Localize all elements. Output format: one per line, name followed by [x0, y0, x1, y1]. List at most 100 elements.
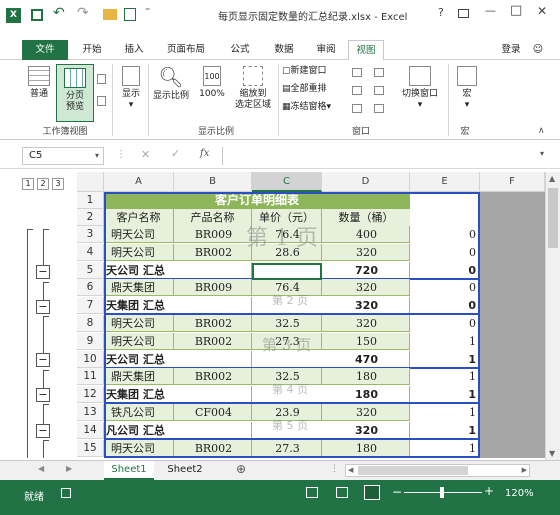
- print-preview-icon[interactable]: [124, 8, 136, 21]
- col-header-a[interactable]: A: [104, 172, 174, 192]
- cell-d[interactable]: 400: [322, 226, 410, 243]
- ribbon-display-icon[interactable]: [458, 9, 469, 18]
- cell-d[interactable]: 320: [322, 404, 410, 421]
- cell-b[interactable]: BR002: [174, 368, 252, 386]
- save-icon[interactable]: [31, 9, 43, 21]
- sheet-prev-icon[interactable]: ◀: [38, 464, 45, 473]
- cell-c[interactable]: 27.3: [252, 332, 322, 350]
- tab-view[interactable]: 视图: [348, 40, 384, 61]
- worksheet-grid[interactable]: 1 2 3 A B C D E F 1 2 客户订单明细表 客户名称 产品名称 …: [0, 172, 545, 458]
- cell-e[interactable]: 0: [469, 281, 476, 295]
- cell-c[interactable]: 32.5: [252, 368, 322, 386]
- tab-formulas[interactable]: 公式: [230, 44, 250, 55]
- cell-d[interactable]: 470: [322, 350, 410, 368]
- col-header-c[interactable]: C: [252, 172, 322, 192]
- horizontal-scrollbar[interactable]: ◀ ▶: [345, 464, 530, 477]
- cell-e[interactable]: 1: [469, 406, 476, 419]
- cell-a[interactable]: 天公司 汇总: [104, 350, 252, 368]
- outline-level-1-button[interactable]: 1: [22, 178, 34, 190]
- row-number[interactable]: 5: [77, 261, 104, 279]
- show-button[interactable]: 显示▾: [116, 66, 146, 111]
- undo-icon[interactable]: ↶: [53, 5, 65, 21]
- cell-e[interactable]: 0: [469, 317, 476, 330]
- custom-view-icon[interactable]: [97, 96, 106, 106]
- cell-c[interactable]: 28.6: [252, 243, 322, 261]
- scroll-right-icon[interactable]: ▶: [521, 466, 527, 474]
- cell-a[interactable]: 天集团 汇总: [104, 297, 252, 315]
- cell-d[interactable]: 180: [322, 368, 410, 386]
- cell-e[interactable]: 1: [468, 388, 476, 402]
- cell-c[interactable]: 23.9: [252, 404, 322, 421]
- collapse-button[interactable]: −: [36, 300, 50, 314]
- scroll-up-icon[interactable]: ▲: [549, 174, 556, 183]
- cell-e[interactable]: 0: [468, 263, 476, 277]
- cell-b[interactable]: BR009: [174, 279, 252, 297]
- tab-page-layout[interactable]: 页面布局: [166, 44, 205, 55]
- expand-formula-icon[interactable]: ▾: [540, 149, 545, 158]
- switch-window-button[interactable]: 切换窗口▾: [396, 66, 444, 111]
- tab-insert[interactable]: 插入: [124, 44, 144, 55]
- cell-d[interactable]: 320: [322, 243, 410, 261]
- tab-data[interactable]: 数据: [274, 44, 294, 55]
- cell-a[interactable]: 天公司 汇总: [104, 261, 252, 279]
- cell-a[interactable]: 明天公司: [104, 439, 174, 457]
- vertical-scrollbar[interactable]: ▲ ▼: [545, 172, 560, 460]
- cell-d[interactable]: 180: [322, 439, 410, 457]
- scroll-left-icon[interactable]: ◀: [348, 466, 354, 474]
- row-number[interactable]: 3: [77, 226, 104, 243]
- row-number[interactable]: 12: [77, 386, 104, 404]
- table-title[interactable]: 客户订单明细表: [104, 192, 410, 209]
- row-number[interactable]: 4: [77, 243, 104, 261]
- page-layout-status-icon[interactable]: [336, 487, 348, 498]
- name-box[interactable]: C5 ▾: [22, 147, 104, 165]
- new-window-button[interactable]: ▢新建窗口: [282, 66, 327, 76]
- page-break-status-icon[interactable]: [364, 485, 380, 500]
- macros-button[interactable]: 宏▾: [452, 66, 482, 111]
- side-by-side-icon[interactable]: [374, 68, 384, 77]
- row-number[interactable]: 11: [77, 368, 104, 386]
- tab-split-icon[interactable]: ⋮: [330, 464, 339, 474]
- unhide-icon[interactable]: [352, 104, 362, 113]
- collapse-button[interactable]: −: [36, 388, 50, 402]
- cell-a[interactable]: 明天公司: [104, 226, 174, 243]
- header-customer[interactable]: 客户名称: [104, 209, 174, 226]
- tab-review[interactable]: 审阅: [316, 44, 336, 55]
- split-icon[interactable]: [352, 68, 362, 77]
- cell-d[interactable]: 720: [322, 261, 410, 279]
- collapse-button[interactable]: −: [36, 424, 50, 438]
- header-price[interactable]: 单价（元）: [252, 209, 322, 226]
- scroll-thumb[interactable]: [548, 188, 558, 248]
- row-number[interactable]: 6: [77, 279, 104, 297]
- cell-a[interactable]: 天集团 汇总: [104, 386, 252, 404]
- cell-a[interactable]: 铁凡公司: [104, 404, 174, 421]
- cancel-icon[interactable]: ✕: [141, 148, 151, 161]
- insert-function-icon[interactable]: fx: [200, 148, 210, 159]
- cell-b[interactable]: BR009: [174, 226, 252, 243]
- sync-scroll-icon[interactable]: [374, 86, 384, 95]
- selected-cell[interactable]: [252, 263, 322, 280]
- cell-e[interactable]: 1: [469, 370, 476, 384]
- zoom-button[interactable]: 🔍︎ 显示比例: [150, 66, 192, 102]
- cell-a[interactable]: 明天公司: [104, 332, 174, 350]
- cell-b[interactable]: BR002: [174, 439, 252, 457]
- sheet-tab-sheet1[interactable]: Sheet1: [104, 461, 154, 480]
- login-link[interactable]: 登录: [501, 44, 521, 55]
- cell-d[interactable]: 320: [322, 315, 410, 332]
- open-folder-icon[interactable]: [103, 9, 117, 20]
- cell-c[interactable]: 32.5: [252, 315, 322, 332]
- outline-level-2-button[interactable]: 2: [37, 178, 49, 190]
- hscroll-thumb[interactable]: [358, 466, 468, 475]
- col-header-d[interactable]: D: [322, 172, 410, 192]
- cell-b[interactable]: BR002: [174, 332, 252, 350]
- zoom-out-icon[interactable]: −: [392, 485, 403, 499]
- macro-record-icon[interactable]: [61, 488, 71, 498]
- zoom-100-button[interactable]: 100 100%: [196, 66, 228, 100]
- row-number[interactable]: 15: [77, 439, 104, 457]
- cell-c[interactable]: 27.3: [252, 439, 322, 457]
- reset-position-icon[interactable]: [374, 104, 384, 113]
- page-break-preview-button[interactable]: 分页 预览: [56, 64, 94, 122]
- row-number[interactable]: 1: [77, 192, 104, 209]
- enter-icon[interactable]: ✓: [171, 147, 181, 160]
- cell-c[interactable]: 76.4: [252, 226, 322, 243]
- sheet-tab-sheet2[interactable]: Sheet2: [167, 464, 203, 475]
